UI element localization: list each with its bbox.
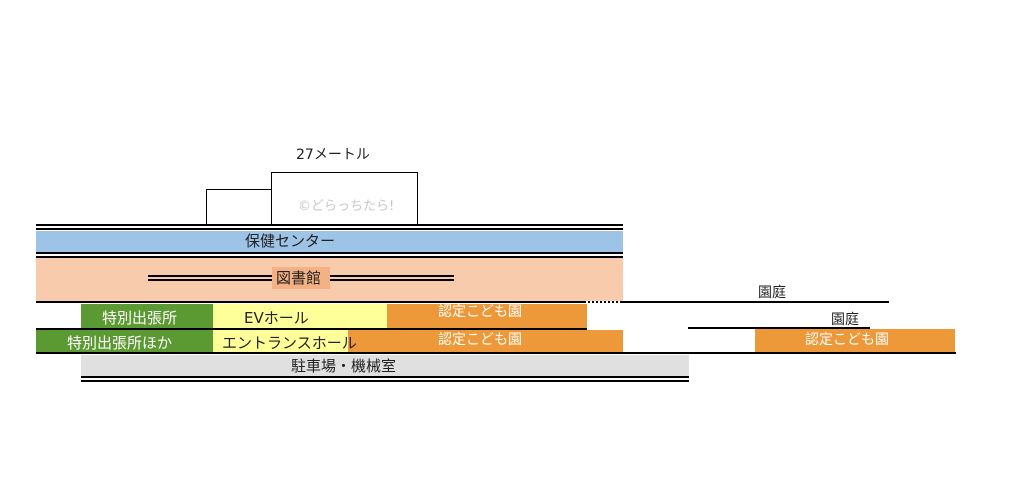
library-label: 図書館 bbox=[276, 269, 322, 287]
level-line-left bbox=[36, 301, 586, 303]
roof-line-top bbox=[36, 224, 623, 226]
floor-line-2 bbox=[36, 328, 587, 330]
nursery-upper-block bbox=[387, 304, 587, 328]
ground-line bbox=[36, 352, 956, 354]
branch-office-block bbox=[81, 304, 213, 328]
garden-upper-label: 園庭 bbox=[758, 285, 786, 301]
nursery-upper-label: 認定こども園 bbox=[438, 304, 522, 320]
library-label-bg bbox=[272, 267, 330, 289]
garden-lower-line bbox=[688, 327, 870, 329]
parking-label: 駐車場・機械室 bbox=[291, 357, 397, 375]
base-line-2 bbox=[81, 380, 689, 382]
roof-line-bottom bbox=[36, 228, 623, 230]
health-center-label: 保健センター bbox=[245, 232, 336, 250]
floor-line-1b bbox=[36, 256, 623, 258]
entrance-hall-block bbox=[213, 330, 348, 352]
health-center-floor bbox=[36, 231, 623, 252]
floor-line-1a bbox=[36, 252, 623, 254]
base-line-1 bbox=[81, 376, 689, 378]
branch-office-etc-label: 特別出張所ほか bbox=[67, 334, 173, 352]
ev-hall-label: EVホール bbox=[244, 309, 309, 327]
parking-block bbox=[81, 355, 689, 376]
nursery-lower-block bbox=[348, 330, 623, 352]
ev-hall-block bbox=[213, 304, 387, 328]
level-line-dotted bbox=[588, 301, 622, 303]
roof-small-box bbox=[206, 189, 272, 225]
nursery-lower-label: 認定こども園 bbox=[438, 332, 522, 348]
entrance-hall-label: エントランスホール bbox=[222, 334, 357, 352]
nursery-right-label: 認定こども園 bbox=[805, 332, 889, 348]
garden-lower-label: 園庭 bbox=[831, 312, 859, 328]
branch-office-label: 特別出張所 bbox=[102, 309, 178, 327]
garden-upper-line bbox=[622, 301, 889, 303]
height-label: 27メートル bbox=[296, 147, 370, 163]
watermark: ©どらっちたら! bbox=[298, 199, 395, 214]
nursery-right-block bbox=[755, 329, 955, 352]
branch-office-etc-block bbox=[36, 330, 213, 352]
